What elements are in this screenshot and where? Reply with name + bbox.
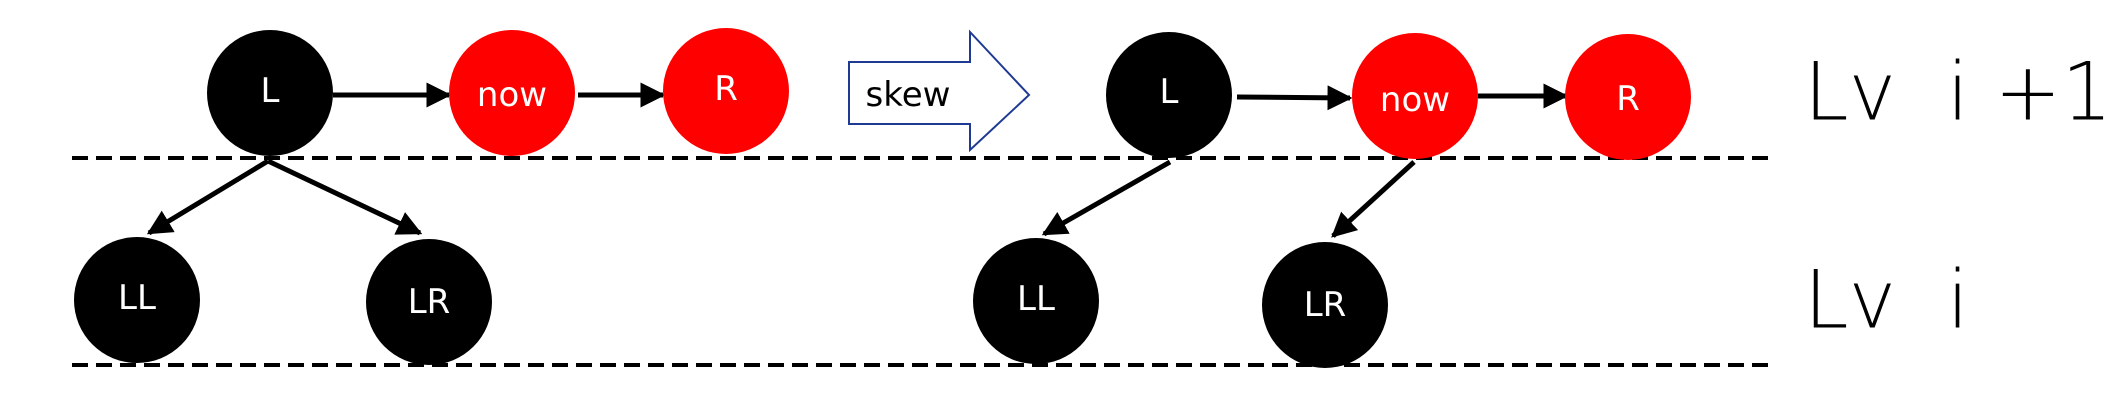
before-node-L: L <box>207 30 333 156</box>
before-edge-L-LR <box>266 158 423 236</box>
after-edge-L-now <box>1236 85 1353 111</box>
after-node-R: R <box>1565 34 1691 160</box>
skew-arrow: skew <box>848 29 1031 153</box>
before-edge-L-LL <box>146 158 270 236</box>
after-edge-now-LR <box>1331 160 1416 238</box>
node-label: LL <box>1017 279 1055 319</box>
before-tree: L now R LL LR <box>74 28 789 365</box>
after-node-now: now <box>1352 33 1478 159</box>
after-edge-L-LL <box>1041 159 1172 237</box>
node-label: LR <box>1304 285 1347 325</box>
node-label: R <box>714 69 738 109</box>
node-label: R <box>1616 79 1640 119</box>
node-label: now <box>1380 80 1450 120</box>
after-node-L: L <box>1106 32 1232 158</box>
node-label: LL <box>118 278 156 318</box>
before-node-LR: LR <box>366 239 492 365</box>
skew-label: skew <box>866 75 951 115</box>
before-node-now: now <box>449 30 575 156</box>
after-node-LR: LR <box>1262 242 1388 368</box>
level-label-lower: Lv i <box>1804 254 1969 347</box>
node-label: LR <box>408 282 451 322</box>
after-tree: L now R LL LR <box>973 32 1691 368</box>
node-label: now <box>477 75 547 115</box>
before-node-R: R <box>663 28 789 154</box>
after-node-LL: LL <box>973 238 1099 364</box>
level-label-upper: Lv i +1 <box>1804 46 2112 139</box>
node-label: L <box>1160 72 1179 112</box>
node-label: L <box>261 71 280 111</box>
before-node-LL: LL <box>74 237 200 363</box>
